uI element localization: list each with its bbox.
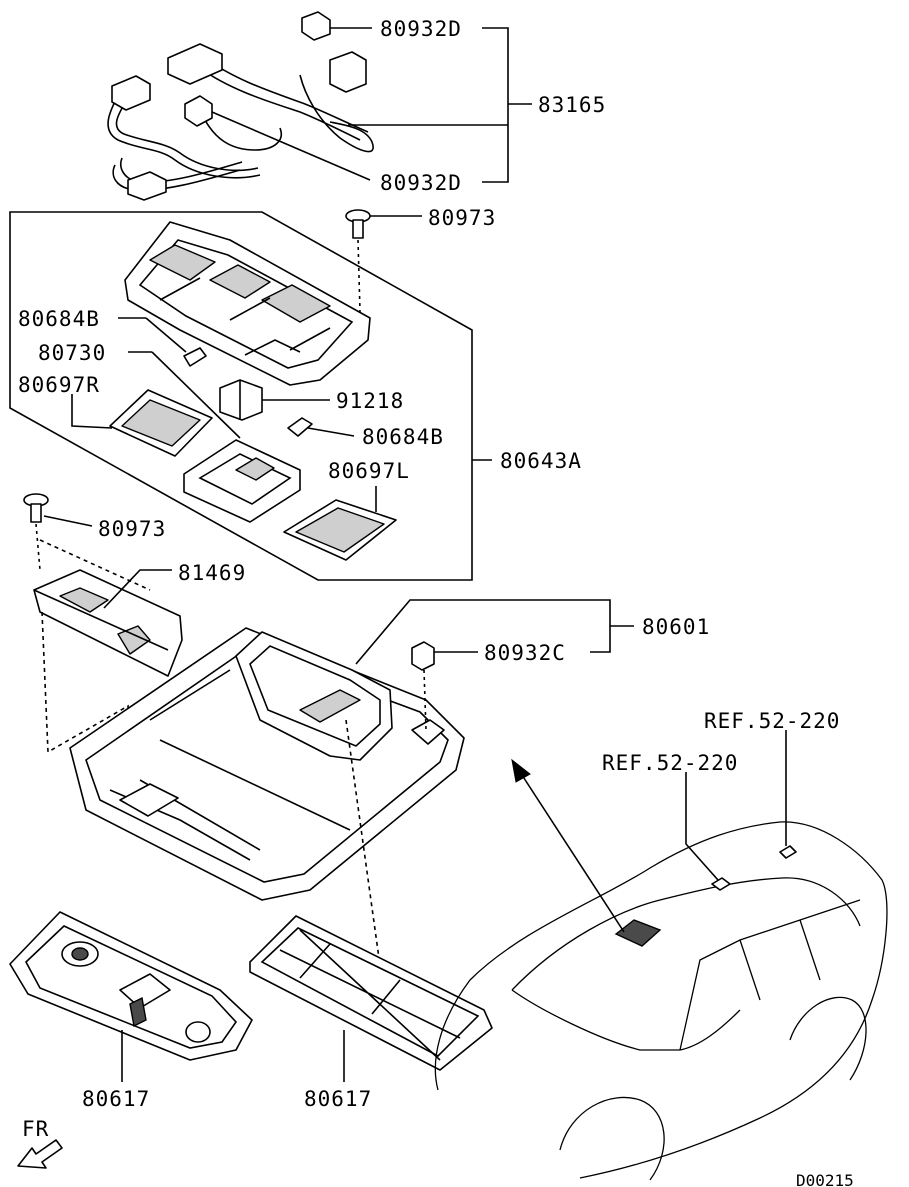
bracket-83165 (482, 27, 509, 183)
label-80932D-top: 80932D (380, 17, 462, 41)
map-lamp-housing (124, 221, 371, 386)
bulb-80684B-left (183, 347, 207, 367)
label-81469: 81469 (178, 561, 246, 585)
label-80697R: 80697R (18, 373, 100, 397)
bracket-80601 (355, 599, 611, 665)
label-80617-left: 80617 (82, 1087, 150, 1111)
module-81469 (33, 569, 183, 677)
bracket-80730 (183, 439, 301, 523)
switch-91218 (219, 379, 263, 421)
label-80973-mid: 80973 (98, 517, 166, 541)
front-direction-arrow (17, 1139, 63, 1169)
label-91218: 91218 (336, 389, 404, 413)
label-80617-right: 80617 (304, 1087, 372, 1111)
vehicle-location-diagram (434, 821, 888, 1181)
label-80932C: 80932C (484, 641, 566, 665)
leader-80973-mid (43, 515, 93, 527)
overhead-console-80601 (69, 627, 465, 901)
label-83165: 83165 (538, 93, 606, 117)
lens-80617-right (249, 915, 493, 1071)
leader-ref-left (685, 772, 719, 881)
leader-80684B-left-b (145, 317, 187, 353)
location-arrow-head (511, 758, 531, 783)
lens-80697R (109, 389, 213, 457)
label-80697L: 80697L (328, 459, 410, 483)
label-80684B-left: 80684B (18, 307, 100, 331)
lamp-80617-left (9, 911, 253, 1061)
label-80643A: 80643A (500, 449, 582, 473)
screw-80973-top (345, 209, 371, 313)
console-location-marker (614, 919, 662, 947)
leader-80697R (71, 394, 113, 429)
wiring-harness-83165 (107, 11, 374, 201)
leader-80932D-bottom (211, 111, 371, 181)
leader-81469 (103, 569, 172, 609)
label-80973-top: 80973 (428, 206, 496, 230)
leader-80684B-right (307, 427, 355, 437)
lens-80697L (283, 499, 397, 561)
location-arrow-line (519, 771, 625, 933)
leader-80730-b (151, 351, 241, 439)
clip-80932C (411, 641, 435, 731)
label-ref-left: REF.52-220 (602, 751, 738, 775)
screw-80973-mid (23, 493, 49, 571)
label-fr: FR (22, 1117, 49, 1141)
label-80730: 80730 (38, 341, 106, 365)
label-80684B-right: 80684B (362, 425, 444, 449)
bulb-80684B-right (287, 417, 313, 437)
assembly-line-center (345, 719, 383, 981)
label-ref-right: REF.52-220 (704, 709, 840, 733)
subassembly-80643A-outline (9, 211, 473, 581)
label-80601: 80601 (642, 615, 710, 639)
label-80932D-bottom: 80932D (380, 171, 462, 195)
diagram-code: D00215 (796, 1171, 854, 1187)
